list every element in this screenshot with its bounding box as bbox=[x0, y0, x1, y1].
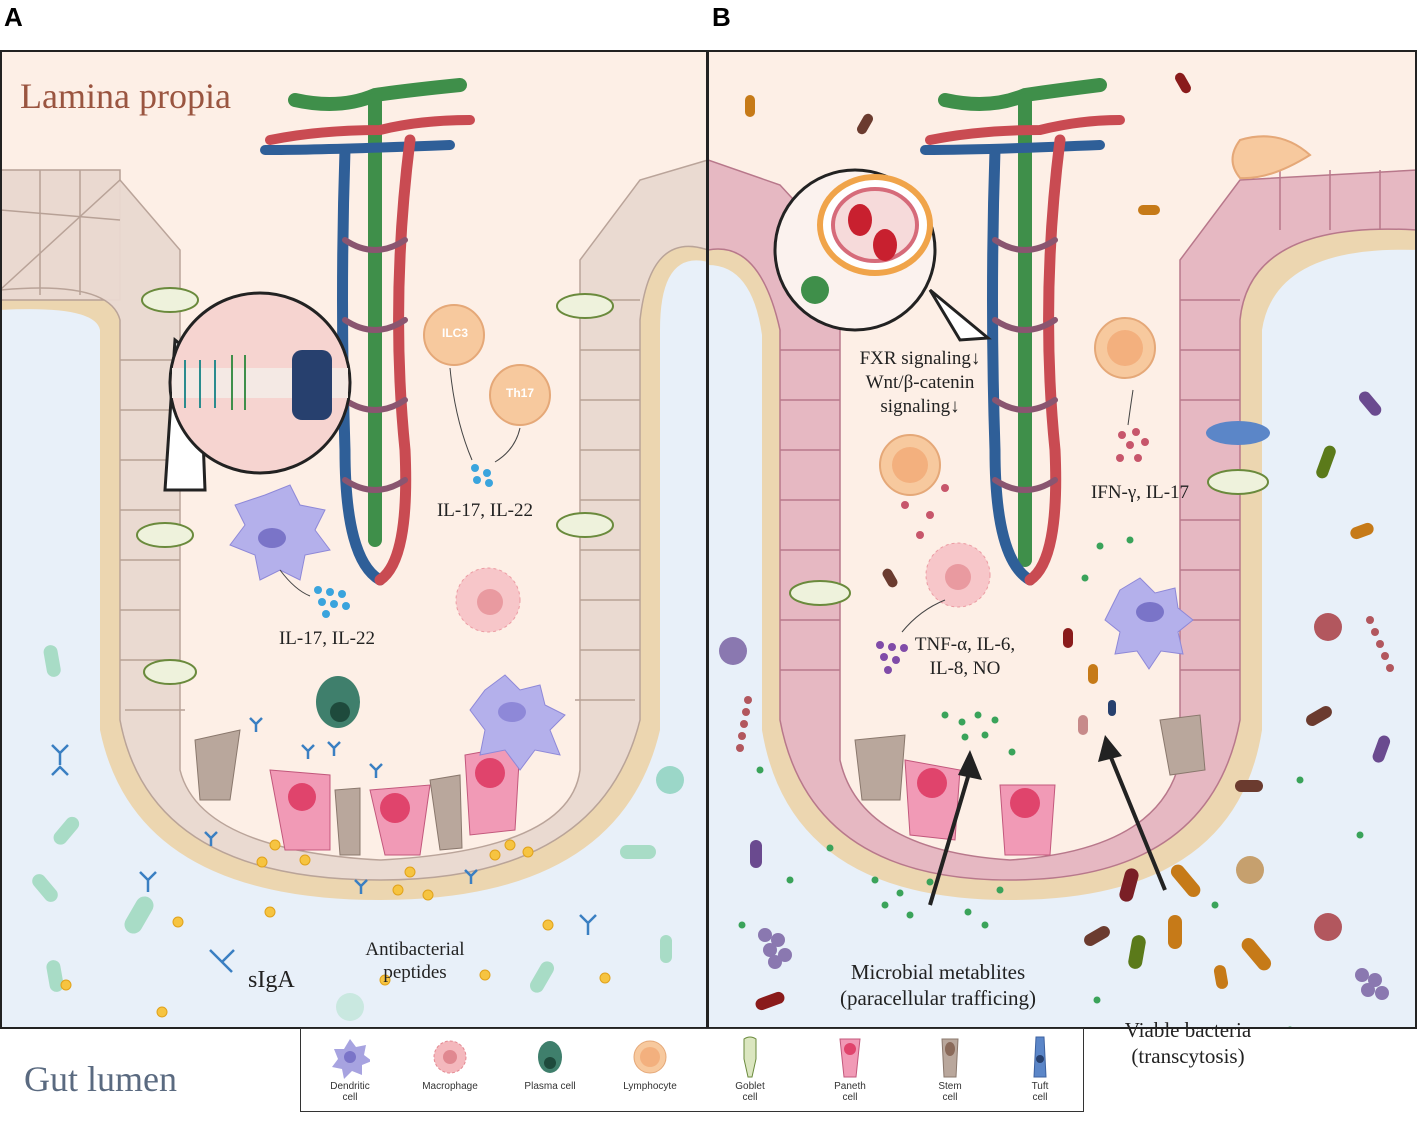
wnt-signaling-label: signaling↓ bbox=[880, 396, 960, 417]
legend-item-lymphocyte: Lymphocyte bbox=[605, 1033, 695, 1092]
th17-cell bbox=[489, 364, 551, 426]
ilc3-label: ILC3 bbox=[441, 326, 468, 340]
viable-bacteria-label-line2: (transcytosis) bbox=[1131, 1044, 1245, 1068]
siga-label: sIgA bbox=[248, 967, 295, 993]
legend-item-paneth: Paneth cell bbox=[805, 1033, 895, 1103]
vessels-a bbox=[260, 78, 475, 586]
stem-cell-icon bbox=[941, 1038, 959, 1078]
lymphocyte-b2 bbox=[879, 434, 941, 496]
goblet-cells-a bbox=[136, 287, 614, 685]
paneth-cell-icon bbox=[839, 1038, 861, 1078]
metabolites-label-line1: Microbial metablites bbox=[850, 960, 1026, 984]
lamina-propria-title: Lamina propia bbox=[20, 76, 231, 116]
tight-junction-magnifier-a bbox=[163, 291, 352, 492]
peptides-label-line2: peptides bbox=[383, 962, 447, 983]
tuft-cell-icon bbox=[1033, 1036, 1047, 1078]
magnifier-b bbox=[773, 168, 992, 342]
vessels-b bbox=[920, 78, 1125, 586]
panel-a-label: A bbox=[4, 2, 23, 32]
metabolites-label-line2: (paracellular trafficing) bbox=[839, 986, 1037, 1010]
gut-lumen-title: Gut lumen bbox=[24, 1059, 177, 1099]
tnf-label-line1: TNF-α, IL-6, bbox=[914, 634, 1016, 655]
cytokines-lower-label: IL-17, IL-22 bbox=[278, 628, 376, 649]
siga-antibodies bbox=[51, 717, 597, 973]
legend-item-plasma: Plasma cell bbox=[505, 1033, 595, 1092]
lamina-bacteria-b bbox=[745, 72, 1312, 735]
epithelium-b bbox=[708, 159, 1415, 881]
lymphocyte-b1 bbox=[1094, 317, 1156, 379]
crypt-base-cells-b bbox=[854, 714, 1206, 856]
ifn-label: IFN-γ, IL-17 bbox=[1090, 482, 1190, 503]
arrows-a bbox=[279, 367, 521, 597]
panel-b-label: B bbox=[712, 2, 731, 32]
cytokines-upper-label: IL-17, IL-22 bbox=[436, 500, 534, 521]
goblet-cells-b bbox=[789, 469, 1269, 606]
legend-item-macrophage: Macrophage bbox=[405, 1033, 495, 1092]
peptides-label-line1: Antibacterial bbox=[365, 939, 465, 960]
panel-a-illustration bbox=[2, 52, 706, 1028]
fxr-label: FXR signaling↓ bbox=[859, 348, 981, 369]
lumen-bacteria-a bbox=[32, 645, 684, 1021]
epithelium-a bbox=[2, 159, 706, 881]
panel-b-illustration bbox=[708, 52, 1415, 1028]
metabolite-dots-b bbox=[738, 536, 1364, 1028]
antibacterial-peptides bbox=[60, 839, 611, 1018]
legend-item-goblet: Goblet cell bbox=[705, 1033, 795, 1103]
dendritic-cell-a bbox=[229, 484, 331, 581]
legend-item-dendritic: Dendritic cell bbox=[305, 1033, 395, 1103]
cytokines-b bbox=[876, 641, 908, 674]
wnt-label: Wnt/β-catenin bbox=[865, 372, 975, 393]
viable-bacteria-label-line1: Viable bacteria bbox=[1124, 1018, 1252, 1042]
ilc3-cell bbox=[423, 304, 485, 366]
cytokines-a bbox=[314, 464, 493, 618]
plasma-cell-a bbox=[316, 676, 360, 728]
ifn-dots-b bbox=[901, 428, 1149, 539]
legend-item-tuft: Tuft cell bbox=[995, 1033, 1085, 1103]
th17-label: Th17 bbox=[505, 386, 534, 400]
dendritic-cell-b bbox=[1104, 577, 1194, 670]
dendritic-cell-a2 bbox=[469, 674, 566, 771]
tnf-label-line2: IL-8, NO bbox=[929, 658, 1001, 679]
cell-legend: Dendritic cell Macrophage Plasma cell Ly… bbox=[300, 1028, 1084, 1112]
dendritic-cell-icon bbox=[332, 1039, 370, 1079]
macrophage-icon bbox=[433, 1040, 467, 1074]
transport-arrows-b bbox=[901, 389, 1167, 906]
lumen-bacteria-b bbox=[719, 391, 1394, 1011]
plasma-cell-icon bbox=[538, 1041, 562, 1073]
macrophage-b bbox=[925, 542, 991, 608]
crypt-base-cells-a bbox=[194, 729, 521, 856]
goblet-cell-icon bbox=[743, 1036, 757, 1078]
lymphocyte-icon bbox=[633, 1040, 667, 1074]
legend-item-stem: Stem cell bbox=[905, 1033, 995, 1103]
tuft-cell-b bbox=[1206, 421, 1270, 445]
macrophage-a bbox=[455, 567, 521, 633]
